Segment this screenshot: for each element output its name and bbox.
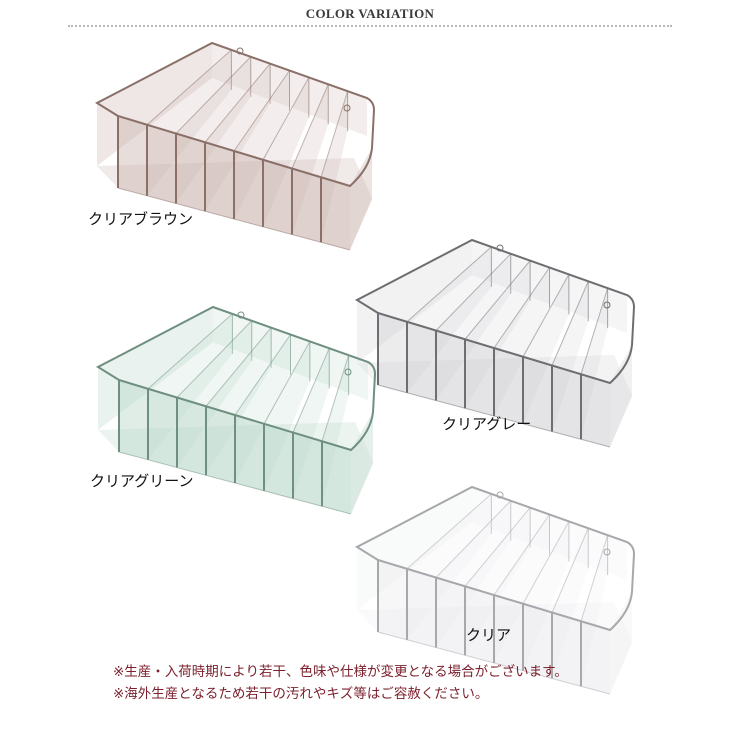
- dotted-divider: [68, 25, 672, 27]
- section-header: COLOR VARIATION: [0, 0, 740, 30]
- storage-box-image: [354, 238, 636, 448]
- product-label: クリアブラウン: [88, 210, 194, 228]
- product-clear: クリア: [352, 482, 662, 695]
- product-clear-brown: クリアブラウン: [88, 38, 402, 251]
- storage-box-image: [94, 41, 376, 251]
- product-clear-green: クリアグリーン: [90, 302, 403, 515]
- product-clear-gray: クリアグレー: [352, 235, 662, 448]
- section-title: COLOR VARIATION: [305, 6, 435, 21]
- storage-box-image: [354, 485, 636, 695]
- storage-box-image: [95, 305, 377, 515]
- product-label: クリアグリーン: [90, 472, 194, 490]
- notice-line: ※海外生産となるため若干の汚れやキズ等はご容赦ください。: [113, 686, 489, 702]
- product-label: クリアグレー: [442, 415, 532, 433]
- notice-line: ※生産・入荷時期により若干、色味や仕様が変更となる場合がございます。: [113, 664, 568, 680]
- notice-text: ※生産・入荷時期により若干、色味や仕様が変更となる場合がございます。 ※海外生産…: [113, 661, 568, 705]
- product-label: クリア: [466, 626, 512, 644]
